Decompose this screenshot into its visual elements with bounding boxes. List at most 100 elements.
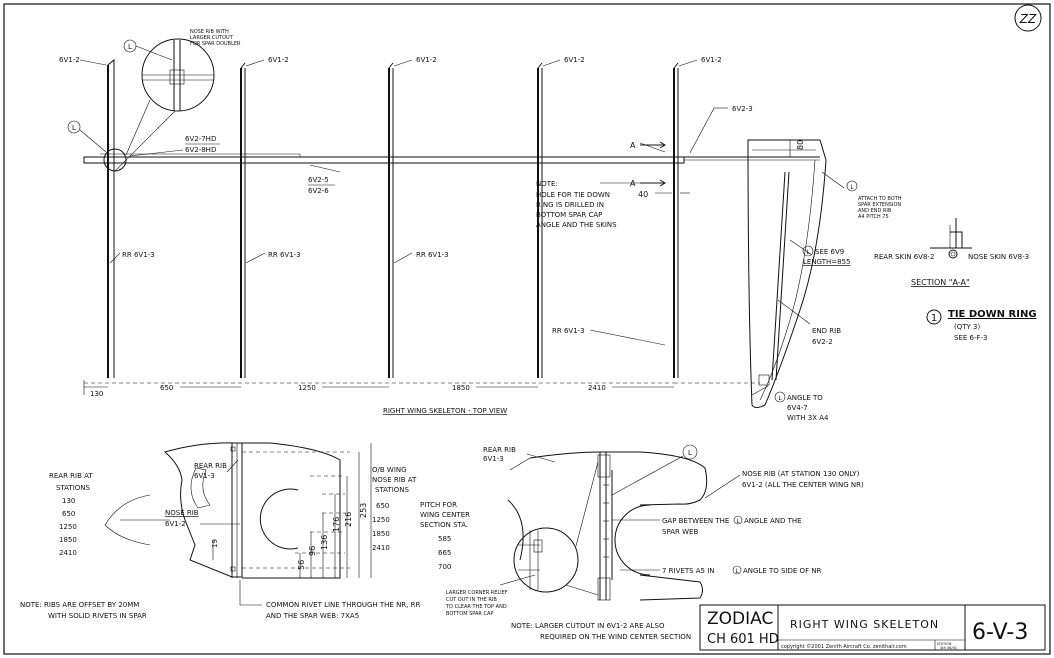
svg-text:1: 1 [931, 313, 937, 324]
svg-text:SPAR WEB: SPAR WEB [662, 528, 698, 536]
svg-text:NOSE SKIN 6V8-3: NOSE SKIN 6V8-3 [968, 253, 1029, 261]
station-dimensions: 130 650 1250 1850 2410 [83, 380, 760, 398]
svg-text:6V2-7HD: 6V2-7HD [185, 135, 216, 143]
svg-text:RR 6V1-3: RR 6V1-3 [416, 251, 449, 259]
svg-text:ATTACH TO BOTH: ATTACH TO BOTH [858, 196, 902, 202]
svg-text:STATIONS: STATIONS [375, 486, 410, 494]
svg-text:BOTTOM SPAR CAP: BOTTOM SPAR CAP [536, 211, 602, 219]
svg-text:6V1-2: 6V1-2 [564, 56, 585, 64]
svg-text:RR 6V1-3: RR 6V1-3 [122, 251, 155, 259]
svg-text:136: 136 [320, 535, 329, 550]
svg-text:176: 176 [332, 517, 341, 532]
svg-text:6V2-8HD: 6V2-8HD [185, 146, 216, 154]
svg-text:1250: 1250 [59, 523, 77, 531]
svg-text:6V1-2: 6V1-2 [165, 520, 186, 528]
svg-text:REAR RIB: REAR RIB [194, 462, 227, 470]
rib-station-1850 [537, 62, 543, 378]
svg-text:A: A [630, 141, 636, 150]
detail-circle-l: L L [67, 38, 215, 172]
svg-text:REAR SKIN 6V8-2: REAR SKIN 6V8-2 [874, 253, 934, 261]
svg-text:ANGLE TO SIDE OF NR: ANGLE TO SIDE OF NR [743, 567, 822, 575]
svg-text:6V2-5: 6V2-5 [308, 176, 329, 184]
svg-text:ANGLE TO: ANGLE TO [787, 394, 823, 402]
sheet-number: 6-V-3 [972, 620, 1028, 645]
svg-text:LARGER CORNER RELIEF: LARGER CORNER RELIEF [446, 590, 508, 596]
svg-text:650: 650 [62, 510, 75, 518]
svg-text:1850: 1850 [372, 530, 390, 538]
svg-text:WITH SOLID RIVETS IN SPAR: WITH SOLID RIVETS IN SPAR [48, 612, 147, 620]
note-ribs: NOTE: RIBS ARE OFFSET BY 20MM [20, 601, 139, 609]
svg-text:LARGER CUTOUT: LARGER CUTOUT [190, 35, 234, 41]
svg-text:REAR RIB: REAR RIB [483, 446, 516, 454]
svg-text:SECTION STA.: SECTION STA. [420, 521, 468, 529]
svg-text:650: 650 [160, 384, 173, 392]
svg-text:L: L [850, 184, 854, 191]
svg-text:END RIB: END RIB [812, 327, 841, 335]
svg-text:1250: 1250 [372, 516, 390, 524]
svg-text:WING CENTER: WING CENTER [420, 511, 470, 519]
svg-text:AND THE SPAR WEB: 7XA5: AND THE SPAR WEB: 7XA5 [266, 612, 359, 620]
svg-text:NOTE:: NOTE: [536, 180, 558, 188]
svg-text:665: 665 [438, 549, 451, 557]
svg-text:WITH 3X A4: WITH 3X A4 [787, 414, 829, 422]
svg-text:L: L [736, 518, 740, 525]
svg-text:NOSE RIB: NOSE RIB [165, 509, 199, 517]
svg-text:650: 650 [376, 502, 389, 510]
svg-text:6V1-2: 6V1-2 [416, 56, 437, 64]
svg-text:PITCH FOR: PITCH FOR [420, 501, 457, 509]
svg-text:ANGLE AND THE SKINS: ANGLE AND THE SKINS [536, 221, 617, 229]
svg-text:6V2-6: 6V2-6 [308, 187, 329, 195]
sheet-border [3, 3, 1051, 655]
svg-text:6V2-2: 6V2-2 [812, 338, 833, 346]
svg-text:SEE 6-F-3: SEE 6-F-3 [954, 334, 988, 342]
common-rivet-note: COMMON RIVET LINE THROUGH THE NR, RR [266, 601, 420, 609]
svg-text:REAR RIB AT: REAR RIB AT [49, 472, 93, 480]
rib-detail-left: REAR RIB 6V1-3 NOSE RIB 6V1-2 19 56 96 1… [104, 442, 372, 606]
brand-label: ZODIAC [707, 609, 773, 629]
svg-text:RIGHT WING SKELETON - TOP VI: RIGHT WING SKELETON - TOP VIEW [383, 407, 507, 415]
svg-text:6V1-3: 6V1-3 [194, 472, 215, 480]
svg-text:BOTTOM SPAR CAP: BOTTOM SPAR CAP [446, 611, 493, 617]
svg-text:80: 80 [796, 140, 805, 150]
svg-text:GAP BETWEEN THE: GAP BETWEEN THE [662, 517, 729, 525]
svg-text:253: 253 [359, 503, 368, 518]
svg-text:6V1-2 (ALL THE CENTER WING NR): 6V1-2 (ALL THE CENTER WING NR) [742, 481, 864, 489]
svg-text:L: L [778, 395, 782, 402]
ob-wing-stations: O/B WING NOSE RIB AT STATIONS 650 1250 1… [372, 466, 417, 552]
svg-text:130: 130 [62, 497, 75, 505]
top-view: A A 40 80 L L 6V1-2 6V1-2 [59, 29, 902, 422]
svg-text:6V1-3: 6V1-3 [483, 455, 504, 463]
zenith-logo-icon: ZZ [1014, 4, 1042, 32]
svg-text:ZZ: ZZ [1019, 12, 1037, 26]
svg-text:CUT OUT IN THE RIB: CUT OUT IN THE RIB [446, 597, 497, 603]
rib-station-1250 [388, 62, 394, 378]
note-cutout: NOTE: LARGER CUTOUT IN 6V1-2 ARE ALSO [511, 622, 665, 630]
svg-text:NOSE RIB WITH: NOSE RIB WITH [190, 29, 229, 35]
svg-text:L: L [128, 43, 132, 51]
svg-text:216: 216 [344, 512, 353, 527]
svg-text:SPAR EXTENSION: SPAR EXTENSION [858, 202, 901, 208]
rib-detail-right: L REAR RIB 6V1-3 NOSE RIB (AT STATION 13… [445, 444, 864, 617]
copyright-text: copyright ©2001 Zenith Aircraft Co. zeni… [781, 643, 907, 650]
title-block: ZODIAC CH 601 HD RIGHT WING SKELETON cop… [699, 604, 1046, 651]
svg-text:TO CLEAR THE TOP AND: TO CLEAR THE TOP AND [445, 604, 507, 610]
svg-text:LENGTH=855: LENGTH=855 [803, 258, 851, 266]
svg-text:RING IS DRILLED IN: RING IS DRILLED IN [536, 201, 604, 209]
wing-tip-end-rib [747, 139, 827, 408]
rivet-dimension-stack: 56 96 136 176 216 253 [297, 443, 372, 578]
svg-text:6V1-2: 6V1-2 [701, 56, 722, 64]
pitch-stations: PITCH FOR WING CENTER SECTION STA. 585 6… [420, 501, 470, 571]
svg-text:(QTY 3): (QTY 3) [954, 323, 980, 331]
svg-text:2410: 2410 [372, 544, 390, 552]
svg-text:RR 6V1-3: RR 6V1-3 [552, 327, 585, 335]
rib-station-130 [107, 58, 115, 378]
svg-text:NOSE RIB (AT STATION 130 ONLY): NOSE RIB (AT STATION 130 ONLY) [742, 470, 860, 478]
svg-text:6V4-7: 6V4-7 [787, 404, 808, 412]
svg-text:7 RIVETS A5 IN: 7 RIVETS A5 IN [662, 567, 715, 575]
drawing-title: RIGHT WING SKELETON [790, 618, 939, 631]
svg-text:6V2-3: 6V2-3 [732, 105, 753, 113]
svg-text:STATIONS: STATIONS [56, 484, 91, 492]
svg-text:SECTION "A-A": SECTION "A-A" [911, 278, 970, 287]
svg-text:SEE 6V9: SEE 6V9 [815, 248, 844, 256]
svg-text:1250: 1250 [298, 384, 316, 392]
